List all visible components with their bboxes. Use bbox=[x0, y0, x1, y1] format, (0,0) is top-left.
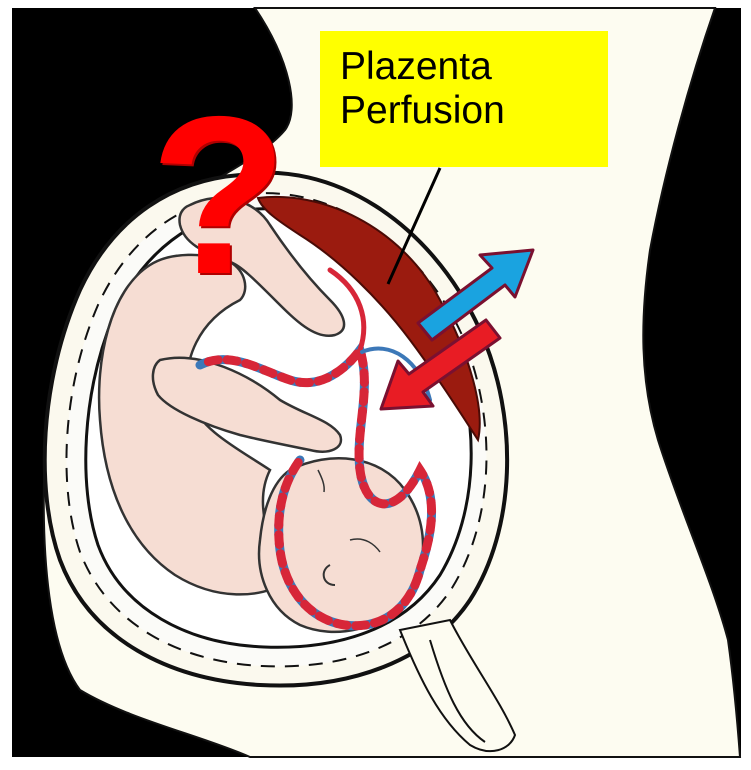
label-line-1: Plazenta bbox=[340, 45, 608, 89]
label-line-2: Perfusion bbox=[340, 89, 608, 133]
placenta-perfusion-label: Plazenta Perfusion bbox=[320, 31, 608, 167]
question-mark-icon: ? bbox=[150, 95, 287, 295]
